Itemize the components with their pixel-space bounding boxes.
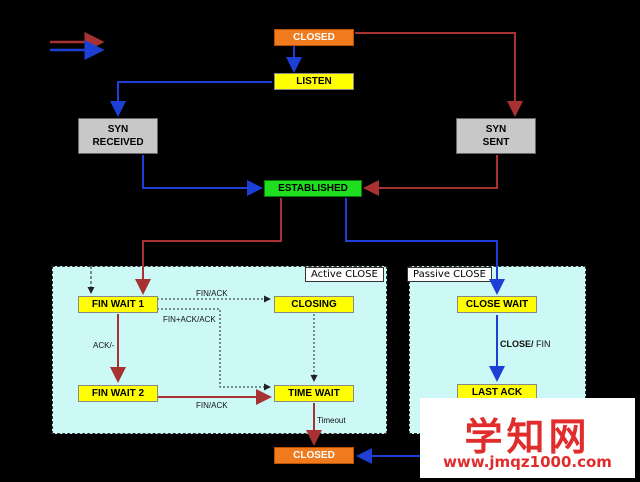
state-syn-sent: SYN SENT xyxy=(456,118,536,154)
watermark-chinese: 学知网 xyxy=(464,415,591,459)
edge-synreceived-established xyxy=(142,155,263,196)
label-ack: ACK/- xyxy=(93,341,115,350)
label-fin-ack-ack: FIN+ACK/ACK xyxy=(163,315,216,324)
state-closing: CLOSING xyxy=(274,296,354,313)
active-close-title: Active CLOSE xyxy=(305,267,384,282)
state-fin-wait-1: FIN WAIT 1 xyxy=(78,296,158,313)
state-time-wait: TIME WAIT xyxy=(274,385,354,402)
state-listen: LISTEN xyxy=(274,73,354,90)
edge-finwait1-timewait xyxy=(157,308,271,391)
state-closed-top: CLOSED xyxy=(274,29,354,46)
label-timeout: Timeout xyxy=(317,416,346,425)
state-established: ESTABLISHED xyxy=(264,180,362,197)
state-closed-bottom: CLOSED xyxy=(274,447,354,464)
edge-listen-synreceived xyxy=(110,81,272,117)
watermark: 学知网 www.jmqz1000.com xyxy=(420,398,635,478)
state-syn-received: SYN RECEIVED xyxy=(78,118,158,154)
passive-close-title: Passive CLOSE xyxy=(407,267,492,282)
state-close-wait: CLOSE WAIT xyxy=(457,296,537,313)
edge-established-finwait1 xyxy=(135,198,282,295)
edge-synsent-established xyxy=(363,155,498,196)
label-fin: FIN xyxy=(533,339,551,349)
edge-established-closewait xyxy=(345,198,505,295)
watermark-url: www.jmqz1000.com xyxy=(443,453,612,471)
edge-closed-synsent xyxy=(355,32,523,117)
label-fin-ack-top: FIN/ACK xyxy=(196,289,228,298)
label-fin-ack-bottom: FIN/ACK xyxy=(196,401,228,410)
label-close-fin: CLOSE/ FIN xyxy=(500,339,551,349)
state-fin-wait-2: FIN WAIT 2 xyxy=(78,385,158,402)
label-close-bold: CLOSE/ xyxy=(500,339,534,349)
